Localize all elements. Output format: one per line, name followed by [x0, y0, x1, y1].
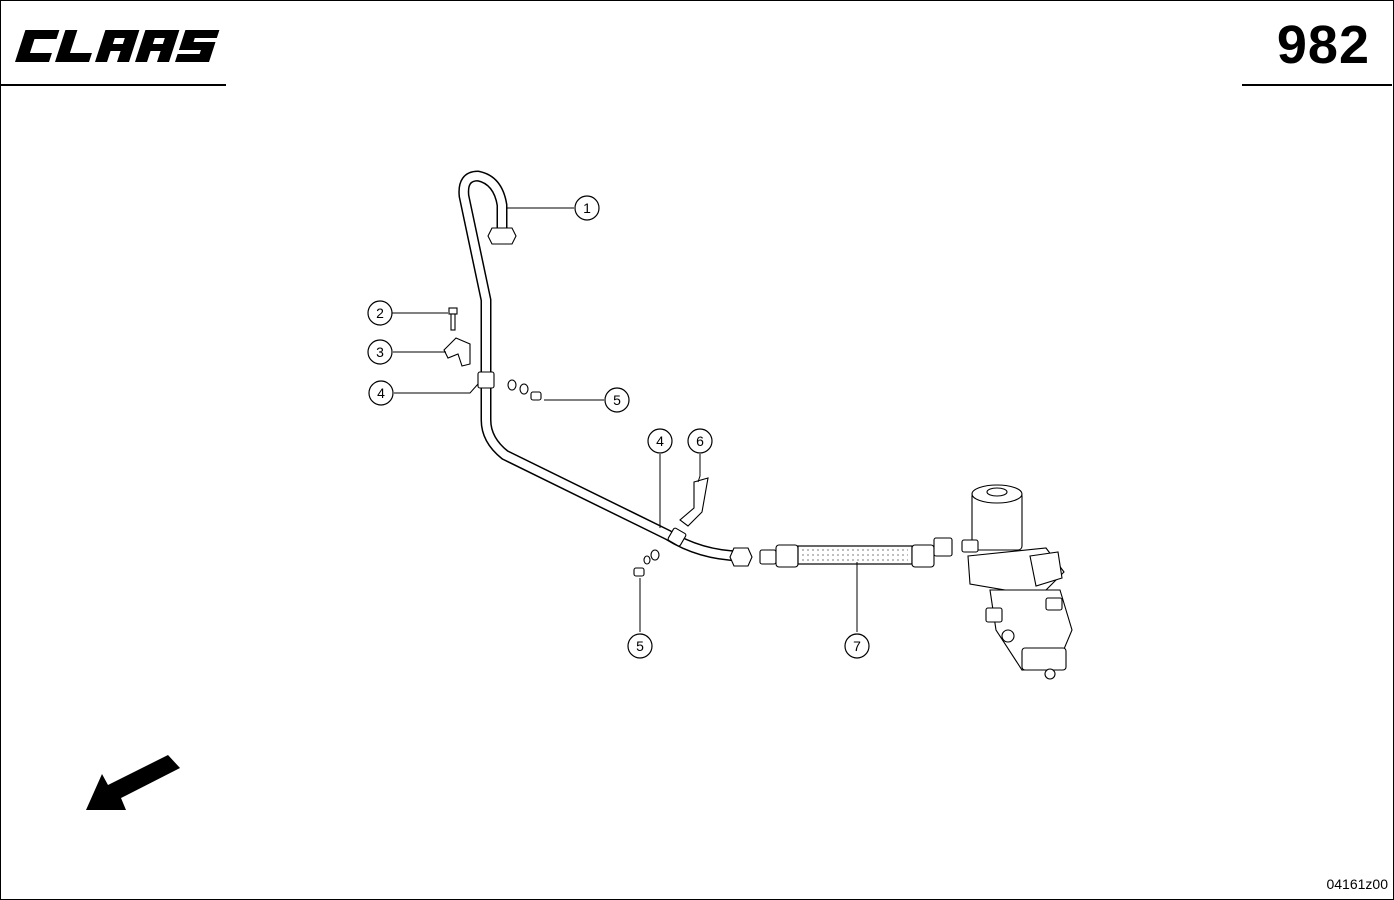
pipe-clamp-lower: [667, 527, 687, 547]
callout-6: 6: [687, 428, 713, 454]
callout-1: 1: [574, 195, 600, 221]
arrow-down-left-icon: [86, 755, 180, 810]
pipe-clamp-upper: [477, 371, 495, 389]
fasteners-lower: [633, 549, 660, 577]
bracket-part: [443, 337, 471, 367]
claas-logo: [15, 30, 220, 62]
svg-text:5: 5: [613, 392, 621, 408]
callout-5-lower: 5: [627, 633, 653, 659]
page-number: 982: [1276, 15, 1370, 75]
svg-text:3: 3: [376, 344, 384, 360]
svg-text:1: 1: [583, 200, 591, 216]
svg-text:2: 2: [376, 305, 384, 321]
drawing-id: 04161z00: [1326, 876, 1388, 892]
callout-3: 3: [367, 339, 393, 365]
support-bracket: [679, 477, 709, 527]
callout-4-lower: 4: [647, 428, 673, 454]
union-nut-lower: [729, 547, 753, 567]
header-rule-right: [1242, 84, 1392, 86]
callout-2: 2: [367, 300, 393, 326]
callout-7: 7: [844, 633, 870, 659]
leader-lines: [392, 207, 858, 632]
svg-text:4: 4: [377, 385, 385, 401]
fasteners-upper: [507, 379, 542, 401]
rigid-pipe: [458, 170, 746, 562]
union-nut-top: [487, 227, 517, 245]
svg-text:7: 7: [853, 638, 861, 654]
svg-text:6: 6: [696, 433, 704, 449]
flexible-hose: [759, 537, 953, 568]
header-rule-left: [0, 84, 226, 86]
svg-text:5: 5: [636, 638, 644, 654]
bolt-part: [448, 307, 458, 331]
callout-4-upper: 4: [368, 380, 394, 406]
svg-text:4: 4: [656, 433, 664, 449]
callout-5-upper: 5: [604, 387, 630, 413]
pump-assembly: [961, 484, 1073, 680]
